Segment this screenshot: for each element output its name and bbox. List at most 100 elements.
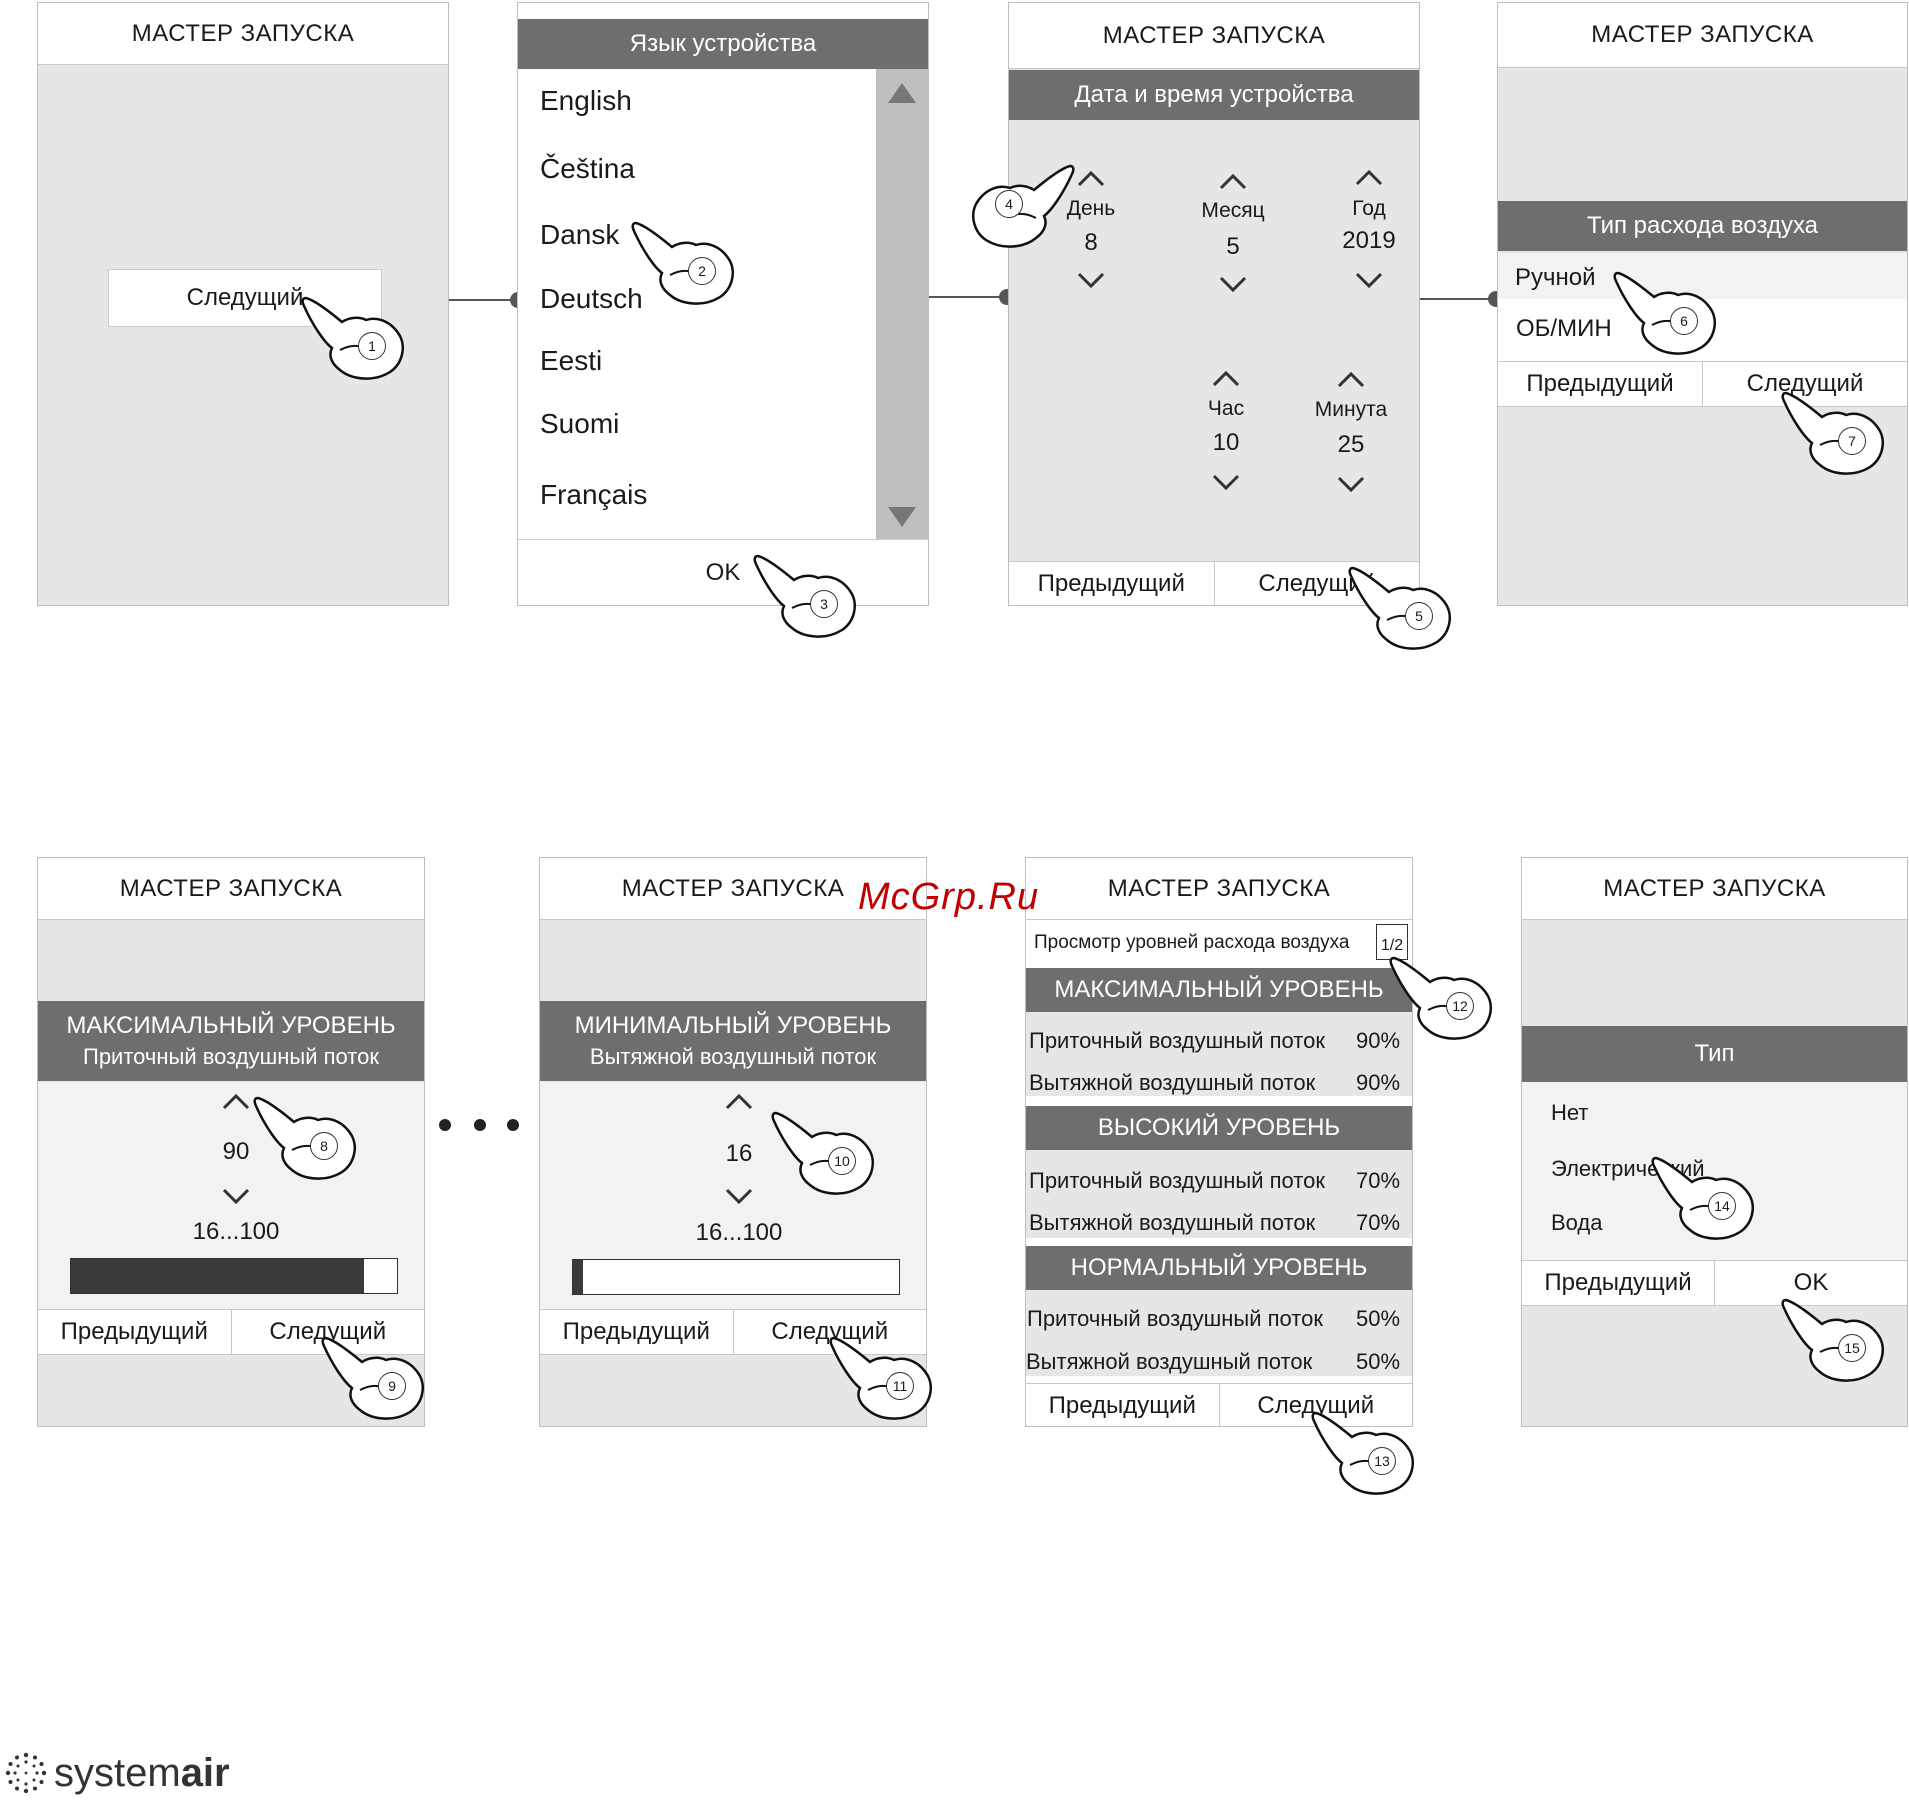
screen-date-time: МАСТЕР ЗАПУСКА Дата и время устройства Д…: [1008, 2, 1420, 606]
wizard-title: МАСТЕР ЗАПУСКА: [1026, 858, 1412, 920]
page-indicator[interactable]: 1/2: [1376, 924, 1408, 960]
language-item[interactable]: Suomi: [540, 408, 620, 439]
day-up-icon[interactable]: [1076, 168, 1106, 188]
ok-button[interactable]: OK: [1714, 1261, 1907, 1305]
minute-down-icon[interactable]: [1336, 475, 1366, 495]
prev-button[interactable]: Предыдущий: [1526, 370, 1674, 397]
extract-value: 90%: [1356, 1070, 1401, 1095]
language-item[interactable]: Eesti: [540, 345, 603, 376]
step-number: 14: [1708, 1192, 1736, 1220]
level-header-subtitle: Вытяжной воздушный поток: [589, 1044, 877, 1069]
step-number: 15: [1838, 1334, 1866, 1362]
screen-max-level-supply: МАСТЕР ЗАПУСКА МАКСИМАЛЬНЫЙ УРОВЕНЬ Прит…: [37, 857, 425, 1427]
month-down-icon[interactable]: [1218, 275, 1248, 295]
wizard-title: МАСТЕР ЗАПУСКА: [38, 858, 424, 920]
year-up-icon[interactable]: [1354, 167, 1384, 187]
flow-connector: [449, 299, 519, 301]
hand-pointer-icon: [1612, 265, 1722, 355]
option-manual[interactable]: Ручной: [1498, 253, 1907, 299]
option-label: ОБ/МИН: [1516, 315, 1612, 342]
level-values: [1026, 1012, 1412, 1096]
language-header: Язык устройства: [518, 19, 928, 69]
level-header-title: МИНИМАЛЬНЫЙ УРОВЕНЬ: [574, 1012, 892, 1039]
value-bar: [70, 1258, 398, 1294]
step-number: 10: [828, 1147, 856, 1175]
wizard-title: МАСТЕР ЗАПУСКА: [38, 3, 448, 65]
prev-button[interactable]: Предыдущий: [562, 1318, 710, 1345]
next-button[interactable]: Следущий: [1702, 362, 1907, 406]
language-item[interactable]: Français: [540, 479, 648, 510]
hand-pointer-icon: [1347, 560, 1457, 650]
brand-mark-icon: [5, 1752, 47, 1794]
hand-pointer-icon: [828, 1330, 938, 1420]
option-water[interactable]: Вода: [1551, 1210, 1603, 1235]
level-header: МАКСИМАЛЬНЫЙ УРОВЕНЬ Приточный воздушный…: [38, 1001, 424, 1081]
language-item[interactable]: Deutsch: [540, 283, 643, 314]
supply-label: Приточный воздушный поток: [1029, 1028, 1325, 1053]
hand-pointer-icon: [770, 1105, 880, 1195]
language-header-text: Язык устройства: [629, 30, 817, 57]
ok-button[interactable]: OK: [518, 539, 928, 605]
flow-connector: [929, 296, 1009, 298]
step-number: 7: [1838, 427, 1866, 455]
step-number: 11: [886, 1372, 914, 1400]
supply-value: 90%: [1356, 1028, 1401, 1053]
hand-pointer-icon: [320, 1330, 430, 1420]
value-display: 16: [725, 1140, 753, 1167]
wizard-title: МАСТЕР ЗАПУСКА: [1498, 3, 1907, 68]
screen-device-language: Язык устройства English Čeština Dansk De…: [517, 2, 929, 606]
hand-pointer-icon: [1780, 1292, 1890, 1382]
screen-min-level-extract: МАСТЕР ЗАПУСКА МИНИМАЛЬНЫЙ УРОВЕНЬ Вытяж…: [539, 857, 927, 1427]
level-header: ВЫСОКИЙ УРОВЕНЬ: [1026, 1106, 1412, 1150]
ellipsis-dot: [439, 1119, 451, 1131]
supply-value: 50%: [1356, 1306, 1401, 1331]
day-value: 8: [1084, 229, 1098, 256]
month-up-icon[interactable]: [1218, 171, 1248, 191]
day-label: День: [1066, 197, 1116, 220]
scroll-up-icon[interactable]: [888, 83, 916, 103]
hand-pointer-icon: [1388, 950, 1498, 1040]
month-label: Месяц: [1201, 199, 1265, 222]
language-item[interactable]: Čeština: [540, 153, 635, 184]
airflow-type-header-text: Тип расхода воздуха: [1586, 212, 1819, 239]
hour-up-icon[interactable]: [1211, 368, 1241, 388]
brand-name-light: system: [54, 1750, 181, 1795]
step-number: 3: [810, 590, 838, 618]
prev-button[interactable]: Предыдущий: [1048, 1392, 1196, 1419]
minute-up-icon[interactable]: [1336, 369, 1366, 389]
type-header-text: Тип: [1694, 1040, 1735, 1067]
hand-pointer-icon: [630, 215, 740, 305]
supply-value: 70%: [1356, 1168, 1401, 1193]
hour-label: Час: [1207, 397, 1245, 420]
value-down-icon[interactable]: [724, 1187, 754, 1207]
supply-label: Приточный воздушный поток: [1027, 1306, 1323, 1331]
date-time-header: Дата и время устройства: [1009, 70, 1419, 120]
language-item[interactable]: Dansk: [540, 219, 620, 250]
prev-button[interactable]: Предыдущий: [1544, 1269, 1692, 1296]
option-none[interactable]: Нет: [1551, 1100, 1589, 1125]
scrollbar-track[interactable]: [876, 69, 928, 539]
year-down-icon[interactable]: [1354, 271, 1384, 291]
value-bar-fill: [71, 1259, 365, 1293]
value-up-icon[interactable]: [221, 1091, 251, 1111]
scroll-down-icon[interactable]: [888, 507, 916, 527]
value-down-icon[interactable]: [221, 1187, 251, 1207]
language-item[interactable]: English: [540, 85, 632, 116]
value-range: 16...100: [695, 1219, 783, 1246]
value-up-icon[interactable]: [724, 1091, 754, 1111]
level-header-title: МАКСИМАЛЬНЫЙ УРОВЕНЬ: [66, 1012, 396, 1039]
level-name: МАКСИМАЛЬНЫЙ УРОВЕНЬ: [1054, 976, 1384, 1003]
screen-heater-type: МАСТЕР ЗАПУСКА Тип Нет Электрический Вод…: [1521, 857, 1908, 1427]
hand-pointer-icon: [1650, 1150, 1760, 1240]
nav-buttons: Предыдущий Следущий: [1026, 1383, 1412, 1426]
hour-down-icon[interactable]: [1211, 473, 1241, 493]
month-value: 5: [1226, 233, 1240, 260]
day-down-icon[interactable]: [1076, 271, 1106, 291]
extract-label: Вытяжной воздушный поток: [1029, 1070, 1316, 1095]
type-header: Тип: [1522, 1026, 1907, 1082]
extract-value: 70%: [1356, 1210, 1401, 1235]
prev-button[interactable]: Предыдущий: [60, 1318, 208, 1345]
minute-value: 25: [1337, 431, 1365, 458]
prev-button[interactable]: Предыдущий: [1037, 570, 1185, 597]
